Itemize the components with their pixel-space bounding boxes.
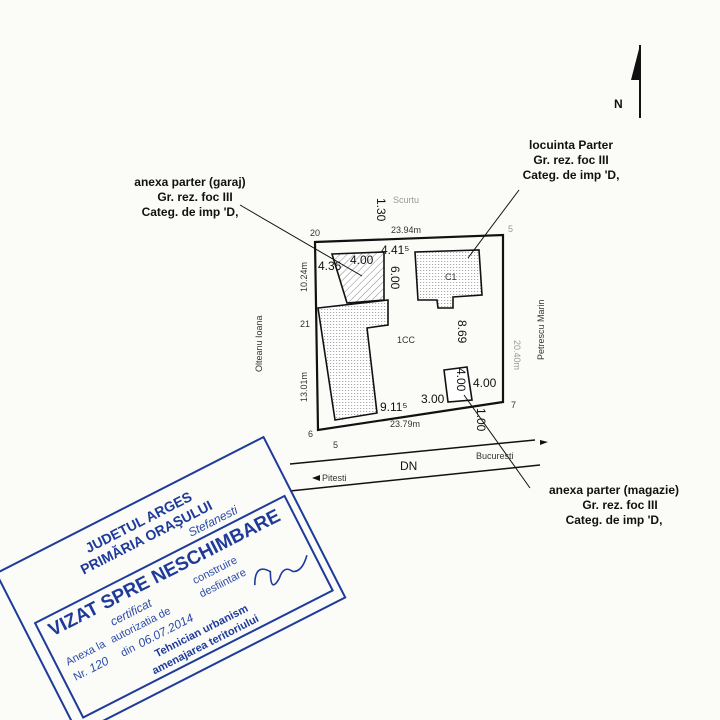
signature xyxy=(254,555,308,586)
shed-label: anexa parter (magazie) Gr. rez. foc III … xyxy=(549,483,679,527)
dim-4-00-b: 4.00 xyxy=(454,368,468,392)
point-7: 7 xyxy=(511,400,516,410)
plot-boundary xyxy=(313,233,505,432)
dim-left-top: 10.24m xyxy=(299,262,309,292)
dim-left-bottom: 13.01m xyxy=(299,372,309,402)
yard-code: 1CC xyxy=(397,335,416,345)
garage-label: anexa parter (garaj) Gr. rez. foc III Ca… xyxy=(134,175,245,219)
svg-text:Categ. de imp 'D,: Categ. de imp 'D, xyxy=(142,205,239,219)
dim-bottom: 23.79m xyxy=(390,419,420,429)
dim-9-11: 9.11⁵ xyxy=(380,400,407,414)
point-21: 21 xyxy=(300,319,310,329)
point-6: 6 xyxy=(308,429,313,439)
dim-1-00: 1.00 xyxy=(474,408,488,432)
road-west-label: Pitesti xyxy=(322,473,347,483)
house-code: C1 xyxy=(445,272,457,282)
point-20: 20 xyxy=(310,228,320,238)
north-label: N xyxy=(614,97,623,111)
dim-4-36: 4.36 xyxy=(318,259,342,273)
stamp-number-label: Nr. xyxy=(72,666,90,683)
dim-1-30: 1.30 xyxy=(374,198,388,222)
approval-stamp: JUDETUL ARGES PRIMĂRIA ORAŞULUI Stefanes… xyxy=(0,435,347,720)
annex-l-building xyxy=(317,299,389,421)
dim-4-00-a: 4.00 xyxy=(350,253,374,267)
neighbor-left: Olteanu Ioana xyxy=(254,315,264,372)
dim-3-00: 3.00 xyxy=(421,392,445,406)
road-name: DN xyxy=(400,459,417,473)
neighbor-top: Scurtu xyxy=(393,195,419,205)
point-5: 5 xyxy=(333,440,338,450)
svg-text:anexa parter (garaj): anexa parter (garaj) xyxy=(134,175,245,189)
svg-text:Categ. de imp 'D,: Categ. de imp 'D, xyxy=(523,168,620,182)
svg-text:locuinta Parter: locuinta Parter xyxy=(529,138,613,152)
svg-text:Gr. rez. foc III: Gr. rez. foc III xyxy=(533,153,608,167)
shed-building xyxy=(443,366,473,403)
stamp-date-label: din xyxy=(119,642,138,659)
north-arrow-icon: N xyxy=(614,45,641,118)
svg-text:Categ. de imp 'D,: Categ. de imp 'D, xyxy=(566,513,663,527)
dim-4-41: 4.41⁵ xyxy=(381,243,409,257)
dim-top: 23.94m xyxy=(391,225,421,235)
dim-6-00: 6.00 xyxy=(388,266,402,290)
neighbor-right: Petrescu Marin xyxy=(536,299,546,360)
svg-text:anexa parter (magazie): anexa parter (magazie) xyxy=(549,483,679,497)
svg-text:Gr. rez. foc III: Gr. rez. foc III xyxy=(582,498,657,512)
house-building xyxy=(414,249,483,309)
dim-4-00-c: 4.00 xyxy=(473,376,497,390)
svg-text:Gr. rez. foc III: Gr. rez. foc III xyxy=(157,190,232,204)
point-5-top: 5 xyxy=(508,224,513,234)
dim-8-69: 8.69 xyxy=(455,320,469,344)
road-east-label: Bucuresti xyxy=(476,451,514,461)
dim-right: 20.40m xyxy=(512,340,522,370)
house-label: locuinta Parter Gr. rez. foc III Categ. … xyxy=(523,138,620,182)
